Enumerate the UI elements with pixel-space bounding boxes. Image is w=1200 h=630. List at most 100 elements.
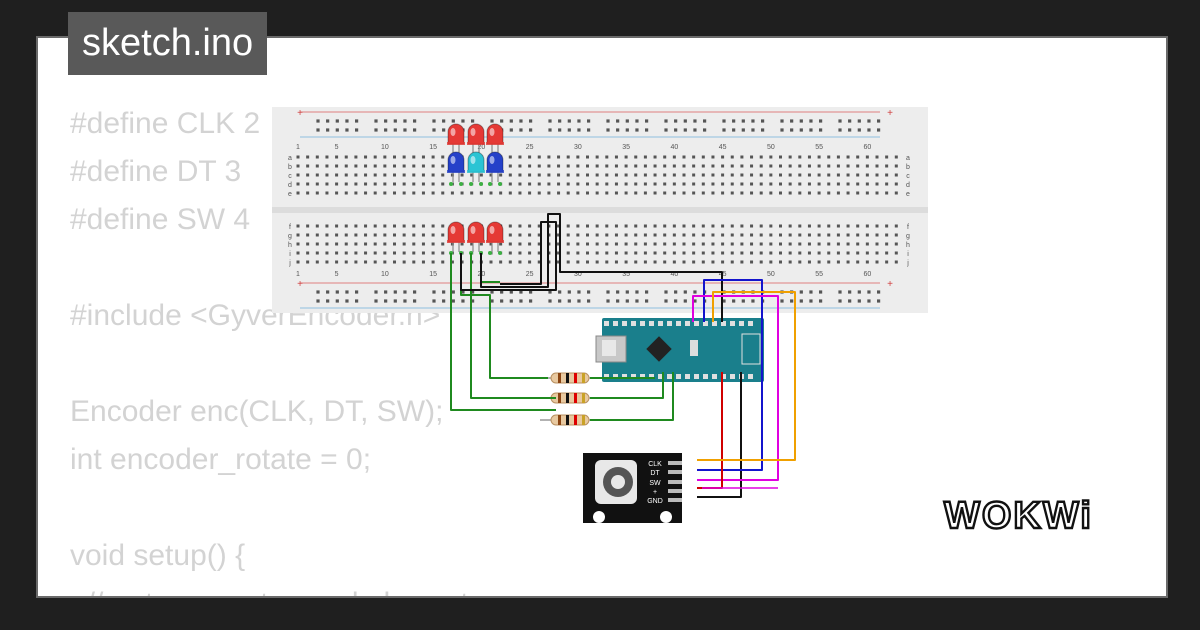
- hole: [364, 182, 368, 186]
- row-letter: i: [289, 251, 291, 258]
- code-line: Encoder enc(CLK, DT, SW);: [70, 395, 444, 428]
- hole: [817, 260, 821, 264]
- column-number: 25: [526, 271, 534, 278]
- hole: [721, 155, 725, 159]
- hole: [730, 164, 734, 168]
- hole: [412, 251, 416, 255]
- hole: [827, 260, 831, 264]
- rail-hole: [355, 290, 359, 294]
- hole: [518, 251, 522, 255]
- led-rim: [447, 240, 465, 243]
- rail-hole: [316, 299, 320, 303]
- hole: [605, 182, 609, 186]
- hole: [528, 191, 532, 195]
- hole: [479, 173, 483, 177]
- hole: [518, 164, 522, 168]
- hole: [335, 155, 339, 159]
- hole: [634, 242, 638, 246]
- hole: [788, 182, 792, 186]
- hole: [875, 224, 879, 228]
- hole: [836, 233, 840, 237]
- led-rim: [486, 240, 504, 243]
- row-letter: f: [907, 224, 909, 231]
- led-highlight: [450, 226, 456, 234]
- hole: [846, 182, 850, 186]
- arduino-nano[interactable]: [595, 318, 764, 382]
- hole: [663, 224, 667, 228]
- hole: [383, 164, 387, 168]
- header-pin: [730, 374, 735, 379]
- hole: [344, 182, 348, 186]
- rail-hole: [848, 290, 852, 294]
- hole: [614, 191, 618, 195]
- rail-hole: [471, 299, 475, 303]
- hole: [875, 155, 879, 159]
- hole: [711, 242, 715, 246]
- rail-hole: [567, 299, 571, 303]
- hole: [759, 155, 763, 159]
- hole: [614, 233, 618, 237]
- hole: [856, 251, 860, 255]
- hole: [586, 224, 589, 228]
- led-rim: [467, 142, 485, 145]
- hole: [421, 251, 425, 255]
- file-tab[interactable]: sketch.ino: [68, 12, 268, 75]
- hole: [296, 173, 300, 177]
- header-pin: [721, 374, 726, 379]
- hole: [750, 182, 754, 186]
- hole: [354, 251, 358, 255]
- hole: [412, 164, 416, 168]
- rail-hole: [384, 119, 388, 123]
- hole: [624, 260, 628, 264]
- hole: [807, 182, 811, 186]
- hole: [730, 242, 734, 246]
- rail-hole: [616, 299, 620, 303]
- rail-hole: [403, 299, 407, 303]
- hole: [315, 233, 319, 237]
- hole: [364, 173, 368, 177]
- header-pin: [613, 374, 618, 379]
- plus-sign: +: [887, 108, 893, 119]
- hole: [431, 191, 435, 195]
- rail-hole: [509, 290, 513, 294]
- row-letter: c: [288, 173, 292, 180]
- hole: [740, 233, 744, 237]
- rail-hole: [461, 119, 465, 123]
- hole: [393, 173, 396, 177]
- hole: [499, 260, 503, 264]
- hole: [508, 224, 512, 228]
- hole: [827, 164, 831, 168]
- column-number: 60: [863, 271, 871, 278]
- hole: [750, 173, 754, 177]
- rail-hole: [335, 299, 339, 303]
- rail-hole: [432, 128, 436, 132]
- hole: [624, 242, 628, 246]
- resistor-band: [558, 373, 561, 383]
- led-rim: [486, 170, 504, 173]
- row-letter: g: [288, 233, 292, 240]
- hole: [402, 155, 406, 159]
- pin-dot: [469, 182, 473, 186]
- hole: [692, 224, 696, 228]
- rail-hole: [558, 119, 562, 123]
- hole: [296, 182, 300, 186]
- hole: [431, 260, 435, 264]
- hole: [402, 233, 406, 237]
- rail-hole: [558, 290, 562, 294]
- hole: [566, 233, 570, 237]
- rail-hole: [587, 299, 591, 303]
- hole: [682, 173, 686, 177]
- hole: [721, 260, 725, 264]
- hole: [701, 182, 705, 186]
- hole: [653, 251, 657, 255]
- hole: [692, 260, 696, 264]
- resistor-band: [582, 373, 585, 383]
- hole: [672, 155, 676, 159]
- code-editor[interactable]: #define CLK 2 #define DT 3 #define SW 4 …: [70, 100, 619, 596]
- rail-hole: [693, 299, 697, 303]
- hole: [557, 191, 561, 195]
- hole: [634, 155, 638, 159]
- led-red: [447, 123, 465, 154]
- rail-hole: [838, 119, 842, 123]
